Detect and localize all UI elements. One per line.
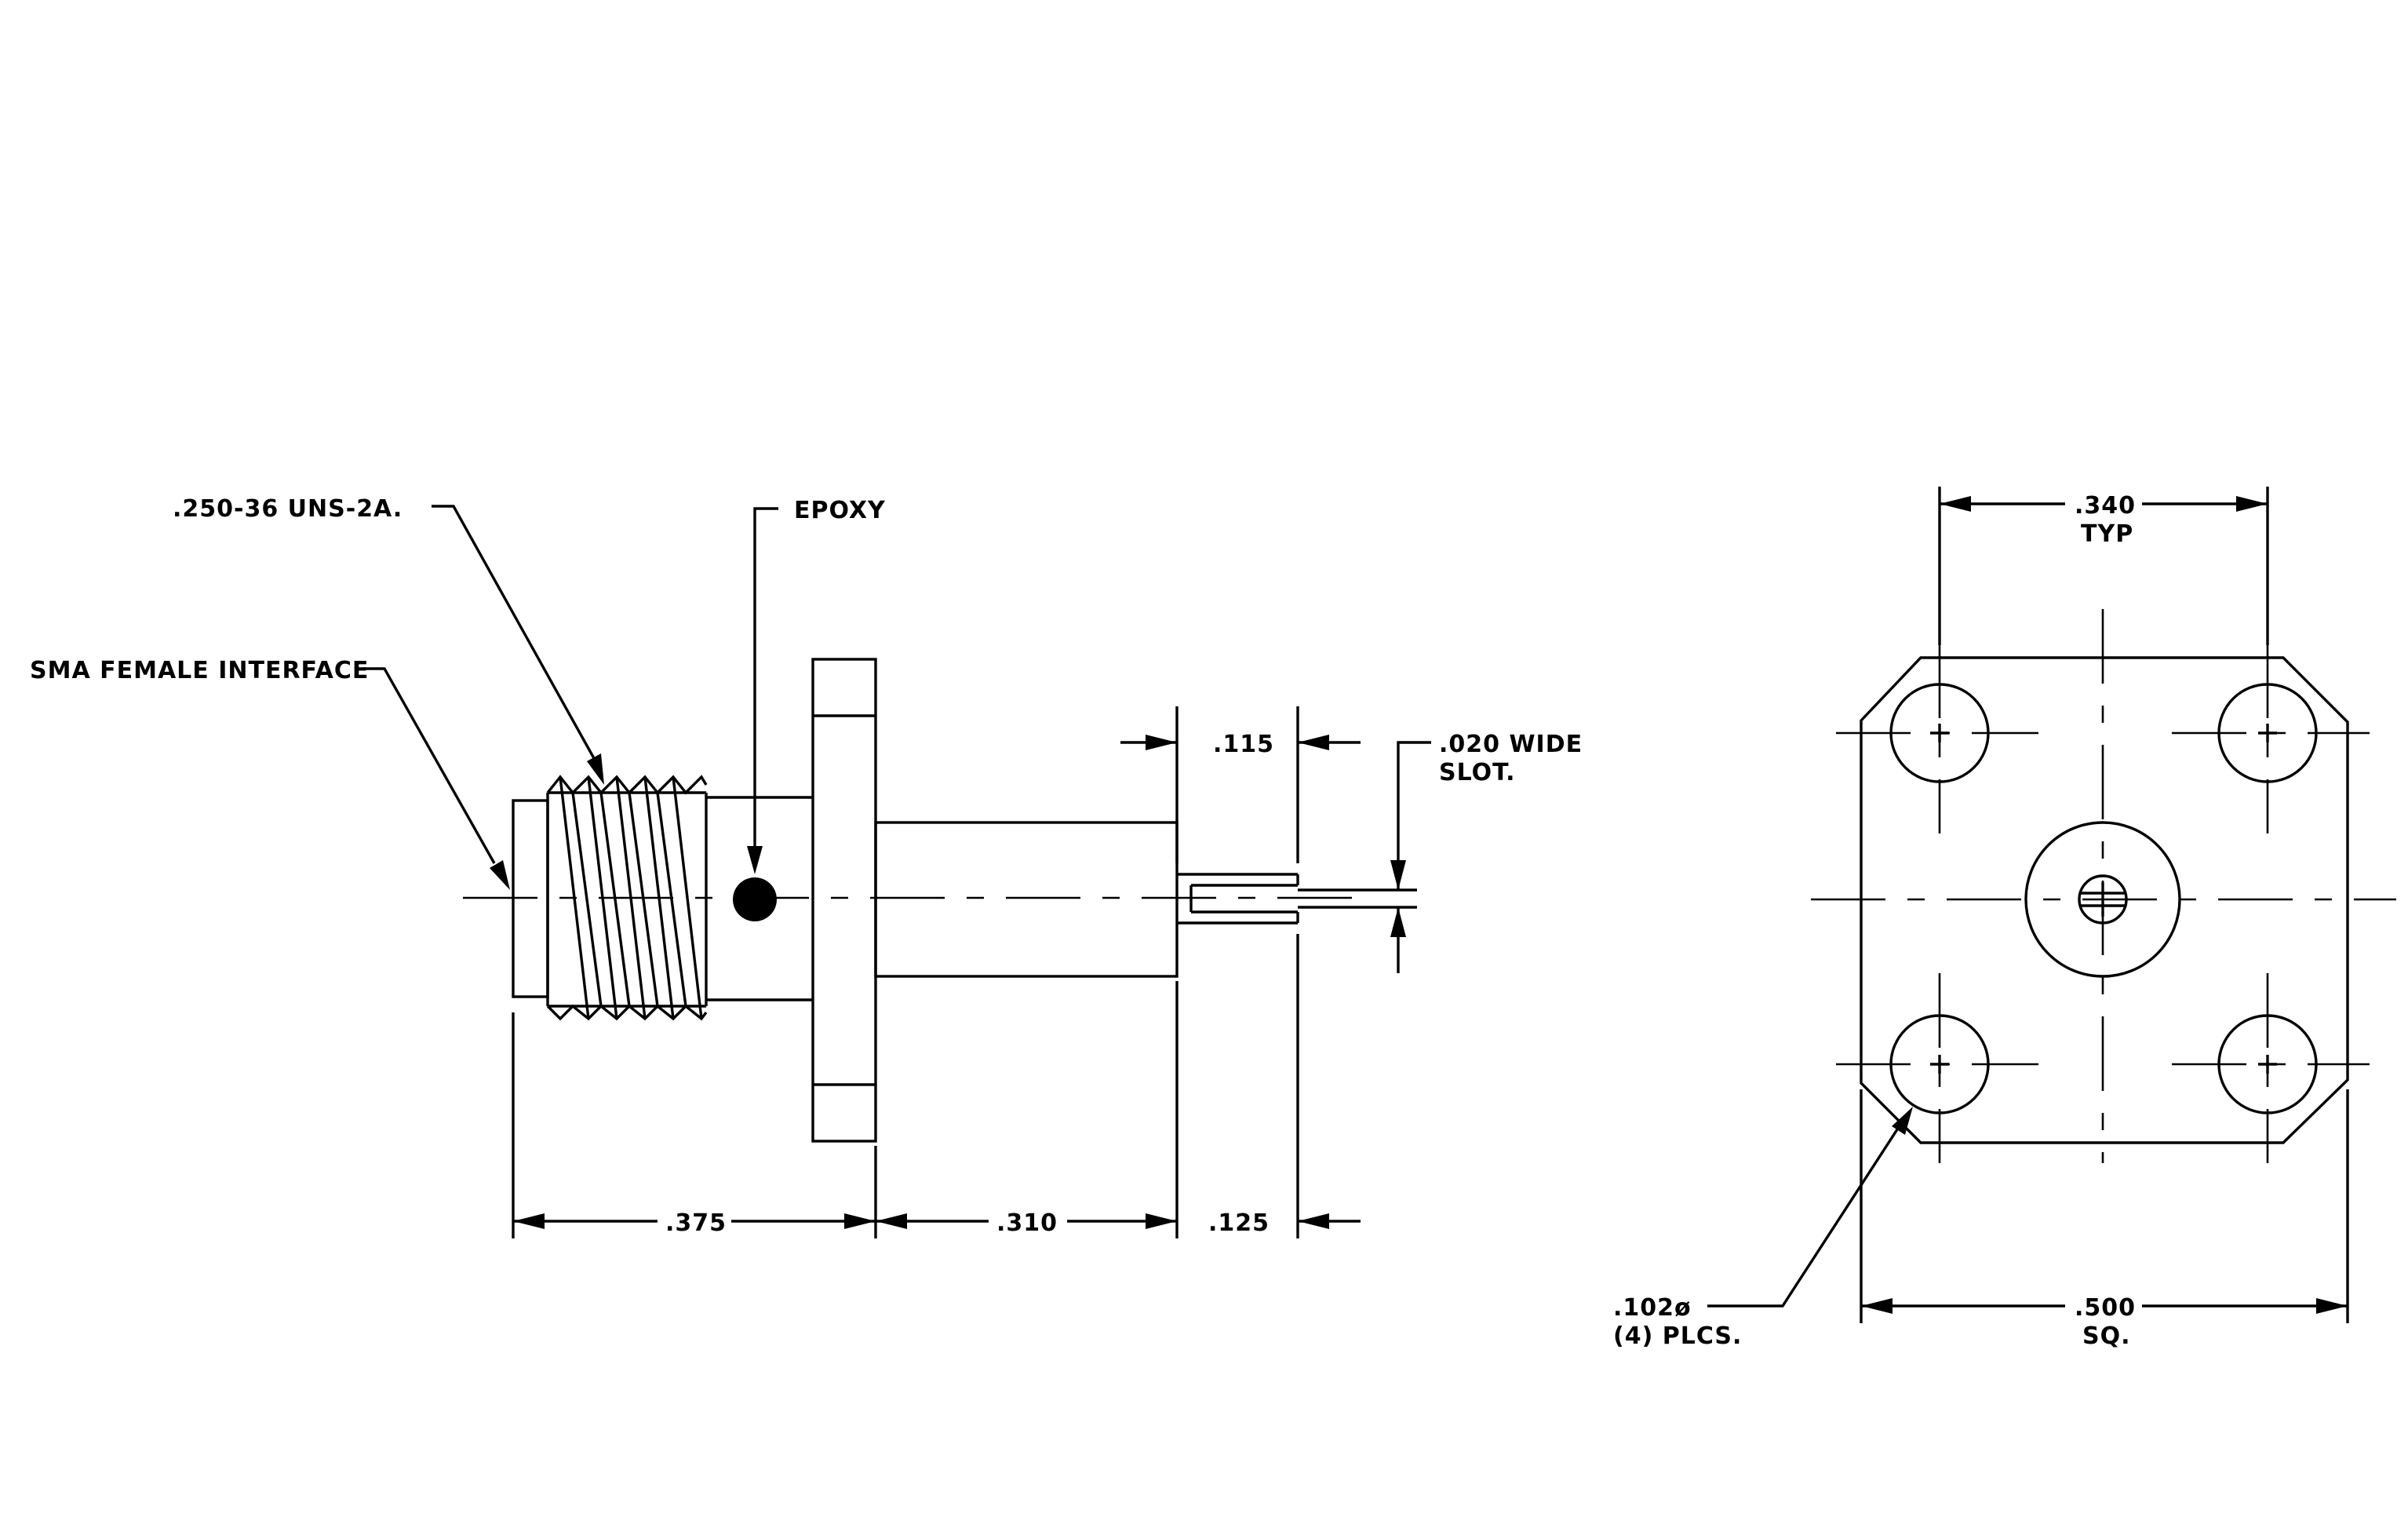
center-body — [2024, 821, 2181, 978]
epoxy-leader — [753, 507, 778, 848]
dim-flange-line1: .500 — [2075, 1294, 2136, 1322]
dim-hole-dia-line2: (4) PLCS. — [1613, 1322, 1742, 1350]
slot-leader — [1397, 741, 1431, 890]
dim-body: .310 — [996, 1209, 1058, 1237]
rear-body — [874, 821, 1178, 978]
hole-dia-leader — [1707, 1126, 1900, 1308]
dim-slot-line1: .020 WIDE — [1439, 731, 1583, 758]
side-view: .250-36 UNS-2A. EPOXY SMA FEMALE INTERFA… — [30, 495, 1583, 1238]
dim-pin-width: .115 — [1213, 731, 1274, 758]
epoxy-dot — [733, 877, 777, 921]
mounting-hole-bl — [1889, 1014, 1990, 1114]
mounting-hole-tl — [1889, 683, 1990, 783]
dim-slot-line2: SLOT. — [1439, 759, 1515, 786]
thread-label: .250-36 UNS-2A. — [173, 495, 403, 523]
dim-flange-line2: SQ. — [2082, 1322, 2131, 1350]
dim-front: .375 — [665, 1209, 727, 1237]
flange-square — [1860, 656, 2349, 1144]
dim-pin-length: .125 — [1208, 1209, 1270, 1237]
thread-crests — [546, 775, 708, 1021]
center-pin — [2078, 874, 2128, 925]
epoxy-label: EPOXY — [794, 497, 886, 524]
interface-leader — [362, 667, 496, 864]
mounting-hole-br — [2217, 1014, 2318, 1114]
dim-hole-spacing-line2: TYP — [2081, 520, 2133, 548]
hole-crosses — [1930, 724, 2277, 1074]
thread-leader — [432, 505, 596, 760]
interface-label: SMA FEMALE INTERFACE — [30, 657, 369, 684]
dim-hole-dia-line1: .102ø — [1613, 1294, 1692, 1322]
dim-hole-spacing-line1: .340 — [2075, 492, 2136, 520]
mounting-hole-tr — [2217, 683, 2318, 783]
flange — [811, 658, 877, 1143]
front-view: .340 TYP .500 SQ. .102ø (4) PLCS. — [1613, 487, 2396, 1350]
